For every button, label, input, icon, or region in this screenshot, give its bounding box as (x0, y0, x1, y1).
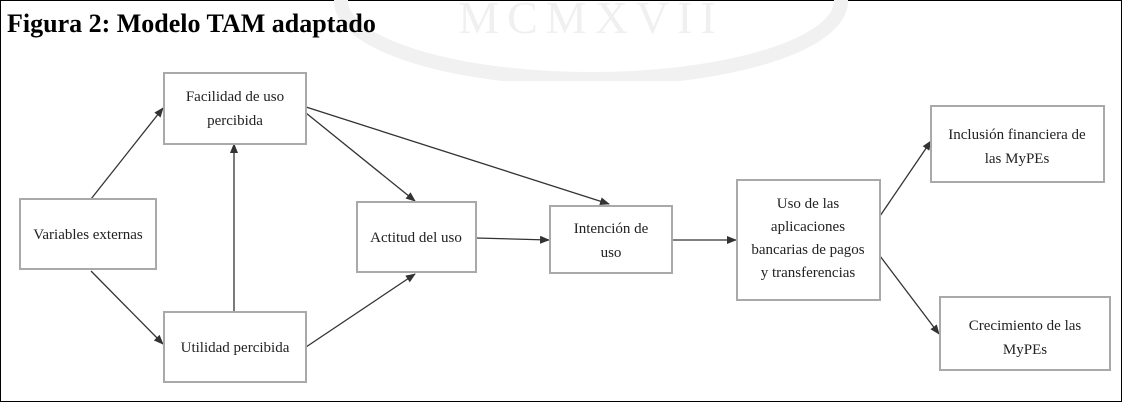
node-label-line: y transferencias (761, 265, 856, 281)
node-label-line: Utilidad percibida (181, 340, 290, 356)
edge-facilidad-to-intencion (305, 106, 610, 206)
node-label-line: aplicaciones (771, 219, 845, 235)
node-label-line: Crecimiento de las (969, 318, 1082, 334)
node-label-line: MyPEs (1003, 342, 1047, 358)
node-intencion-uso: Intención de uso (549, 205, 673, 274)
edges-layer (90, 106, 940, 348)
node-label-line: Variables externas (33, 227, 143, 243)
figure-title: Figura 2: Modelo TAM adaptado (7, 9, 376, 38)
node-label-line: las MyPEs (985, 151, 1050, 167)
edge-uso-to-crecimiento (879, 255, 940, 335)
node-crecimiento-mypes: Crecimiento de las MyPEs (939, 296, 1111, 371)
node-label-line: Intención de (574, 221, 649, 237)
node-facilidad-uso: Facilidad de uso percibida (163, 72, 307, 145)
node-label-line: Actitud del uso (370, 230, 462, 246)
edge-uso-to-inclusion (879, 140, 932, 217)
edge-actitud-to-intencion (475, 235, 550, 244)
node-label-line: Inclusión financiera de (948, 127, 1086, 143)
edge-externas-to-utilidad (90, 270, 164, 345)
node-actitud-uso: Actitud del uso (356, 201, 477, 273)
node-label-line: bancarias de pagos (751, 242, 864, 258)
edge-facilidad-to-actitud (305, 112, 416, 202)
edge-externas-to-facilidad (90, 107, 164, 200)
node-utilidad-percibida: Utilidad percibida (163, 311, 307, 383)
node-inclusion-financiera: Inclusión financiera de las MyPEs (930, 105, 1105, 183)
node-uso-aplicaciones: Uso de las aplicaciones bancarias de pag… (736, 179, 881, 301)
node-label-line: Facilidad de uso (186, 89, 284, 105)
edge-utilidad-to-actitud (305, 273, 416, 348)
node-label-line: percibida (207, 113, 263, 129)
node-label-line: Uso de las (777, 196, 840, 212)
node-label-line: uso (601, 245, 622, 261)
node-variables-externas: Variables externas (19, 198, 157, 270)
